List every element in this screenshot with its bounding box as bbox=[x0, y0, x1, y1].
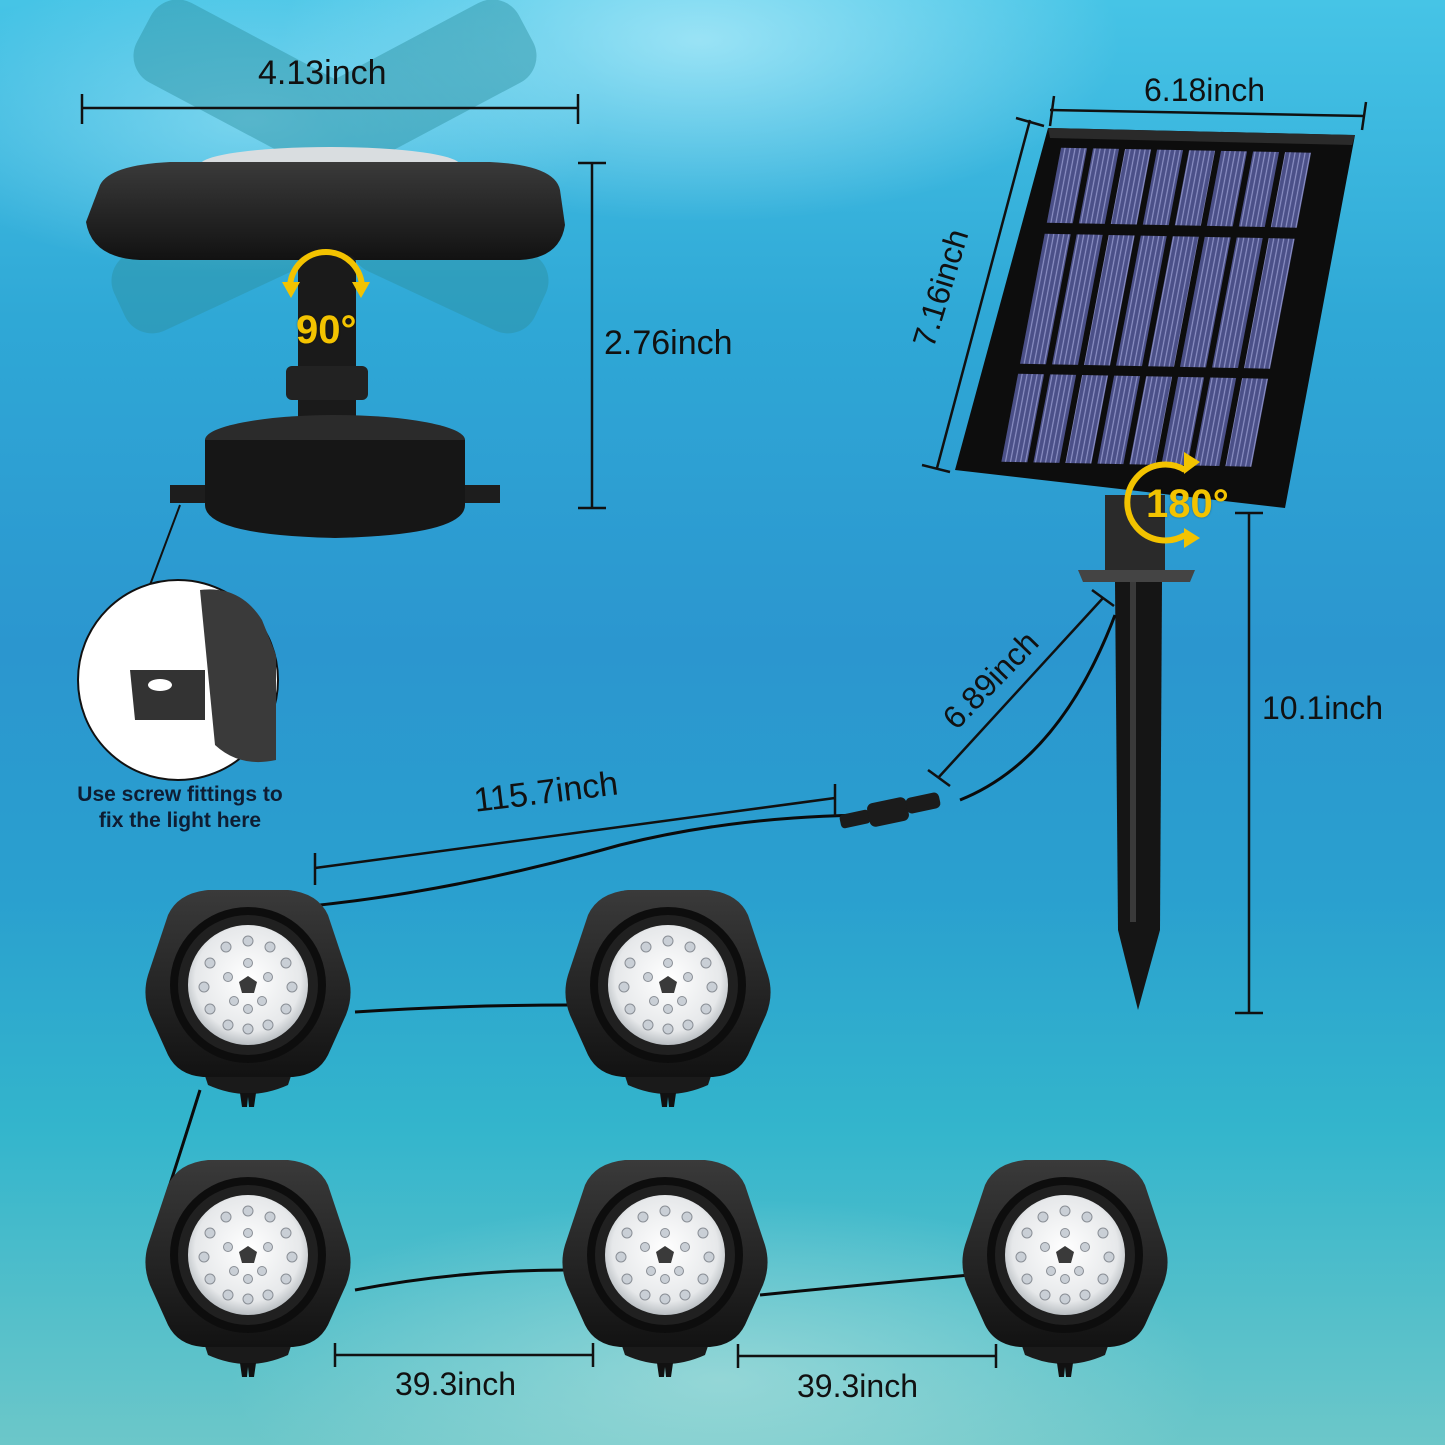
panel-rotation-label: 180° bbox=[1146, 482, 1229, 526]
pond-light-2 bbox=[564, 889, 772, 1108]
light-top-view bbox=[86, 0, 565, 538]
pond-light-3 bbox=[144, 1159, 352, 1378]
pond-light-1 bbox=[144, 889, 352, 1108]
light-width-label: 4.13inch bbox=[258, 54, 387, 92]
light-rotation-label: 90° bbox=[296, 308, 357, 352]
mounting-note-line-2: fix the light here bbox=[98, 809, 262, 832]
spacing-left-label: 39.3inch bbox=[395, 1366, 516, 1402]
light-height-label: 2.76inch bbox=[604, 324, 733, 362]
solar-panel bbox=[955, 128, 1355, 1010]
callout-leader-line bbox=[149, 504, 181, 586]
mounting-note: Use screw fittings to fix the light here bbox=[40, 782, 320, 834]
mounting-note-line-1: Use screw fittings to bbox=[77, 783, 283, 806]
panel-width-label: 6.18inch bbox=[1144, 72, 1265, 108]
stake-height-label: 10.1inch bbox=[1262, 690, 1383, 726]
pond-light-5 bbox=[961, 1159, 1169, 1378]
magnified-mount-detail bbox=[77, 579, 279, 781]
dimension-lines bbox=[80, 94, 1368, 1368]
spacing-right-label: 39.3inch bbox=[797, 1368, 918, 1404]
cables bbox=[148, 614, 1117, 1297]
cable-connector bbox=[839, 792, 941, 829]
